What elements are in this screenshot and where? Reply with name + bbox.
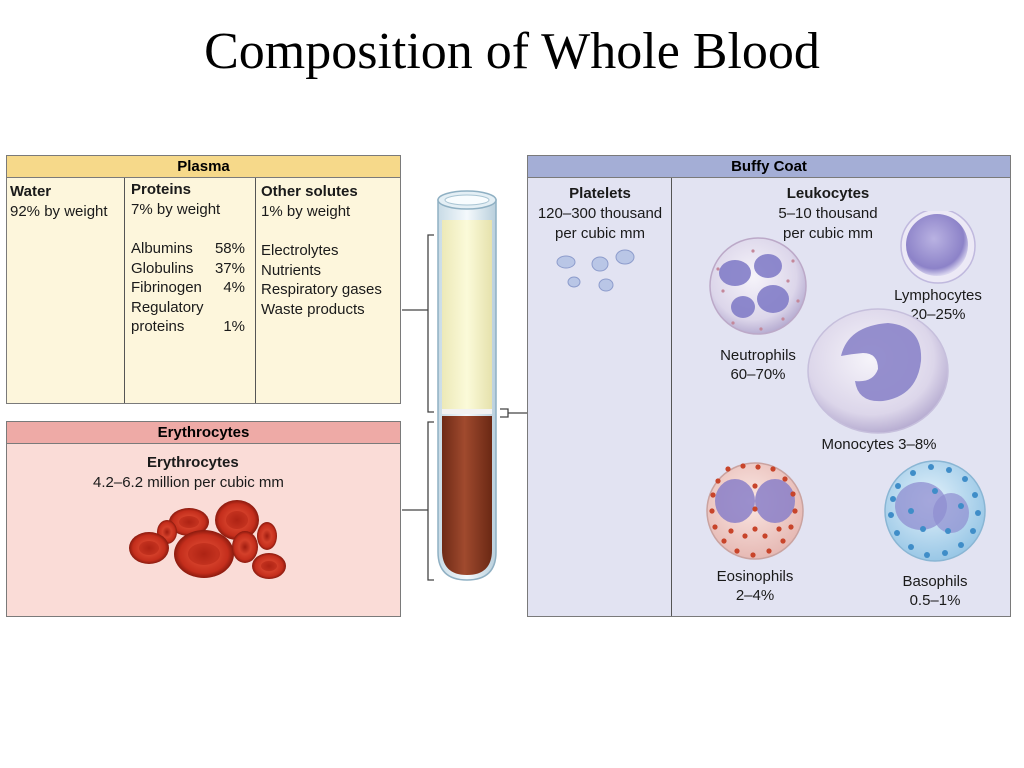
rbc-cell bbox=[232, 531, 258, 563]
rbc-cell bbox=[215, 500, 259, 540]
eosinophil-cell bbox=[706, 462, 804, 560]
protein-name: Albumins bbox=[131, 240, 193, 257]
water-detail: 92% by weight bbox=[10, 203, 108, 220]
lymphocyte-cell bbox=[900, 211, 976, 284]
rbc-cell bbox=[129, 532, 169, 564]
protein-row: Regulatory bbox=[131, 298, 245, 318]
protein-row: Fibrinogen 4% bbox=[131, 278, 245, 298]
protein-name: Globulins bbox=[131, 259, 194, 277]
protein-name: Regulatory bbox=[131, 298, 204, 316]
platelet bbox=[567, 276, 581, 288]
protein-row: Globulins 37% bbox=[131, 259, 245, 279]
neutrophils-pct: 60–70% bbox=[730, 366, 785, 383]
protein-pct: 37% bbox=[214, 259, 245, 277]
solutes-heading: Other solutes bbox=[261, 183, 358, 200]
neutrophil-cell bbox=[709, 237, 807, 335]
monocyte-cell bbox=[807, 308, 949, 434]
rbc-cell bbox=[169, 508, 209, 536]
platelets-unit: per cubic mm bbox=[554, 225, 646, 242]
platelets-illustration bbox=[556, 249, 635, 292]
plasma-header: Plasma bbox=[7, 156, 400, 178]
solutes-list: Electrolytes Nutrients Respiratory gases… bbox=[261, 241, 382, 319]
tube-plasma-layer bbox=[442, 220, 492, 410]
leukocytes-unit: per cubic mm bbox=[782, 225, 874, 242]
protein-name: proteins bbox=[131, 318, 185, 335]
solute-item: Waste products bbox=[261, 300, 365, 318]
plasma-divider-2 bbox=[255, 178, 256, 403]
tube-blood-layer bbox=[442, 416, 492, 575]
solute-item: Electrolytes bbox=[261, 242, 339, 259]
basophils-pct: 0.5–1% bbox=[910, 592, 961, 609]
rbc-cell bbox=[257, 522, 277, 550]
protein-row: proteins 1% bbox=[131, 317, 245, 337]
erythrocytes-detail: 4.2–6.2 million per cubic mm bbox=[93, 474, 284, 491]
water-heading: Water bbox=[10, 183, 52, 200]
lymphocytes-label: Lymphocytes bbox=[894, 287, 982, 304]
basophil-cell bbox=[884, 460, 986, 562]
test-tube-illustration bbox=[402, 190, 528, 581]
plasma-divider-1 bbox=[124, 178, 125, 403]
rbc-cell bbox=[252, 553, 286, 579]
leukocytes-heading: Leukocytes bbox=[786, 185, 870, 202]
eosinophils-pct: 2–4% bbox=[736, 587, 774, 604]
protein-pct: 1% bbox=[223, 318, 245, 335]
buffy-coat-header: Buffy Coat bbox=[528, 156, 1010, 178]
buffy-coat-panel: Buffy Coat Platelets 120–300 thousand pe… bbox=[527, 155, 1011, 617]
platelets-heading: Platelets bbox=[569, 185, 631, 202]
platelet bbox=[556, 255, 576, 269]
page-title: Composition of Whole Blood bbox=[204, 23, 820, 80]
buffy-divider bbox=[671, 178, 672, 616]
tube-buffy-layer bbox=[442, 409, 492, 414]
erythrocytes-panel: Erythrocytes Erythrocytes 4.2–6.2 millio… bbox=[6, 421, 401, 617]
solutes-detail: 1% by weight bbox=[261, 203, 351, 220]
protein-pct: 4% bbox=[223, 279, 245, 296]
erythrocytes-heading: Erythrocytes bbox=[147, 454, 239, 471]
red-blood-cells-illustration bbox=[129, 500, 286, 579]
protein-name: Fibrinogen bbox=[131, 279, 202, 296]
plasma-panel: Plasma Water 92% by weight Proteins 7% b… bbox=[6, 155, 401, 404]
lymphocytes-pct: 20–25% bbox=[910, 306, 965, 323]
leukocytes-illustration: Neutrophils 60–70% Lymphocytes 20–25% Mo… bbox=[706, 211, 986, 609]
leukocytes-count: 5–10 thousand bbox=[778, 205, 878, 222]
buffy-coat-bracket bbox=[500, 408, 528, 418]
eosinophils-label: Eosinophils bbox=[717, 568, 794, 585]
proteins-heading: Proteins bbox=[131, 181, 192, 198]
protein-list: Albumins 58% Globulins 37% Fibrinogen 4% Re… bbox=[131, 239, 245, 337]
rbc-cell bbox=[174, 530, 234, 578]
plasma-bracket bbox=[402, 234, 434, 413]
monocytes-label: Monocytes 3–8% bbox=[821, 436, 936, 453]
platelet bbox=[615, 249, 635, 265]
tube-opening bbox=[444, 194, 490, 206]
platelets-count: 120–300 thousand bbox=[537, 205, 663, 222]
platelet bbox=[591, 256, 609, 272]
proteins-detail: 7% by weight bbox=[131, 201, 221, 218]
solute-item: Nutrients bbox=[261, 261, 322, 279]
protein-row: Albumins 58% bbox=[131, 239, 245, 259]
platelet bbox=[598, 278, 614, 292]
basophils-label: Basophils bbox=[902, 573, 967, 590]
erythrocytes-header: Erythrocytes bbox=[7, 422, 400, 444]
erythrocytes-bracket bbox=[402, 421, 434, 581]
neutrophils-label: Neutrophils bbox=[720, 347, 796, 364]
protein-pct: 58% bbox=[214, 240, 245, 257]
solute-item: Respiratory gases bbox=[261, 281, 382, 298]
